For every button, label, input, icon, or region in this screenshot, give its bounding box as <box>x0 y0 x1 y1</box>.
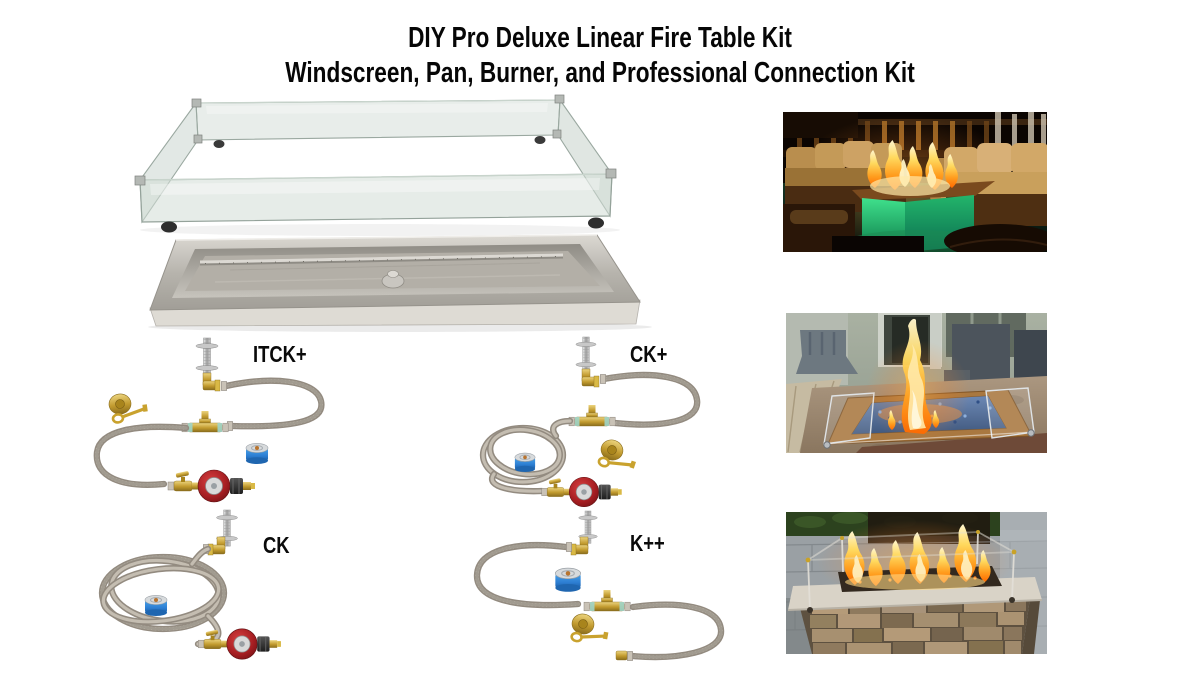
kit-label-ck-plus: CK+ <box>630 341 668 367</box>
kit-ck-image <box>98 510 282 660</box>
thread-seal-tape <box>514 452 536 473</box>
valve-key <box>594 435 642 477</box>
brass-elbow <box>570 536 589 556</box>
right-sofa <box>930 143 1047 226</box>
regulator-valve <box>167 469 256 503</box>
flames-row <box>844 524 991 590</box>
photo-dusk-fire-table <box>786 512 1047 654</box>
brass-tee <box>568 404 616 427</box>
pipe-nipple <box>576 337 596 372</box>
title-line-1: DIY Pro Deluxe Linear Fire Table Kit <box>408 22 792 54</box>
kit-label-itck-plus: ITCK+ <box>253 341 307 367</box>
flex-hose-upper <box>221 377 325 431</box>
kit-k-plus-plus-image <box>473 511 725 661</box>
pipe-nipple <box>196 338 218 376</box>
flex-hose-right <box>615 601 725 661</box>
kit-ck-plus-image <box>479 337 701 508</box>
brass-elbow <box>202 372 221 392</box>
thread-seal-tape <box>554 567 582 593</box>
flex-hose-left <box>473 541 582 609</box>
burner-tube <box>199 253 564 289</box>
flex-hose-lower <box>93 423 190 488</box>
kit-label-ck: CK <box>263 532 290 558</box>
adirondack-chairs <box>796 324 1047 396</box>
tall-flame <box>866 318 970 444</box>
title-line-2: Windscreen, Pan, Burner, and Professiona… <box>285 57 915 89</box>
kit-label-k-plus-plus: K++ <box>630 530 665 556</box>
regulator-valve <box>197 628 282 660</box>
brass-elbow <box>581 368 600 388</box>
thread-seal-tape <box>144 594 168 617</box>
photo-daytime-fire-table <box>786 313 1047 453</box>
flex-hose-upper <box>600 371 701 428</box>
photo-windscreen-frame <box>807 531 1015 611</box>
kit-itck-plus-image <box>93 338 325 503</box>
thread-seal-tape <box>245 442 269 465</box>
brass-elbow <box>207 536 226 556</box>
valve-key <box>106 388 151 425</box>
coiled-hose <box>479 417 574 495</box>
windscreen-image <box>134 94 620 236</box>
valve-key <box>567 610 613 648</box>
pan-burner-image <box>148 234 652 332</box>
windscreen-corner-brackets <box>134 94 617 186</box>
brass-tee <box>583 589 631 612</box>
photo-night-deck <box>783 112 1047 252</box>
regulator-valve <box>541 476 623 508</box>
windscreen-feet <box>161 136 604 233</box>
page-title: DIY Pro Deluxe Linear Fire Table Kit Win… <box>132 21 1068 91</box>
